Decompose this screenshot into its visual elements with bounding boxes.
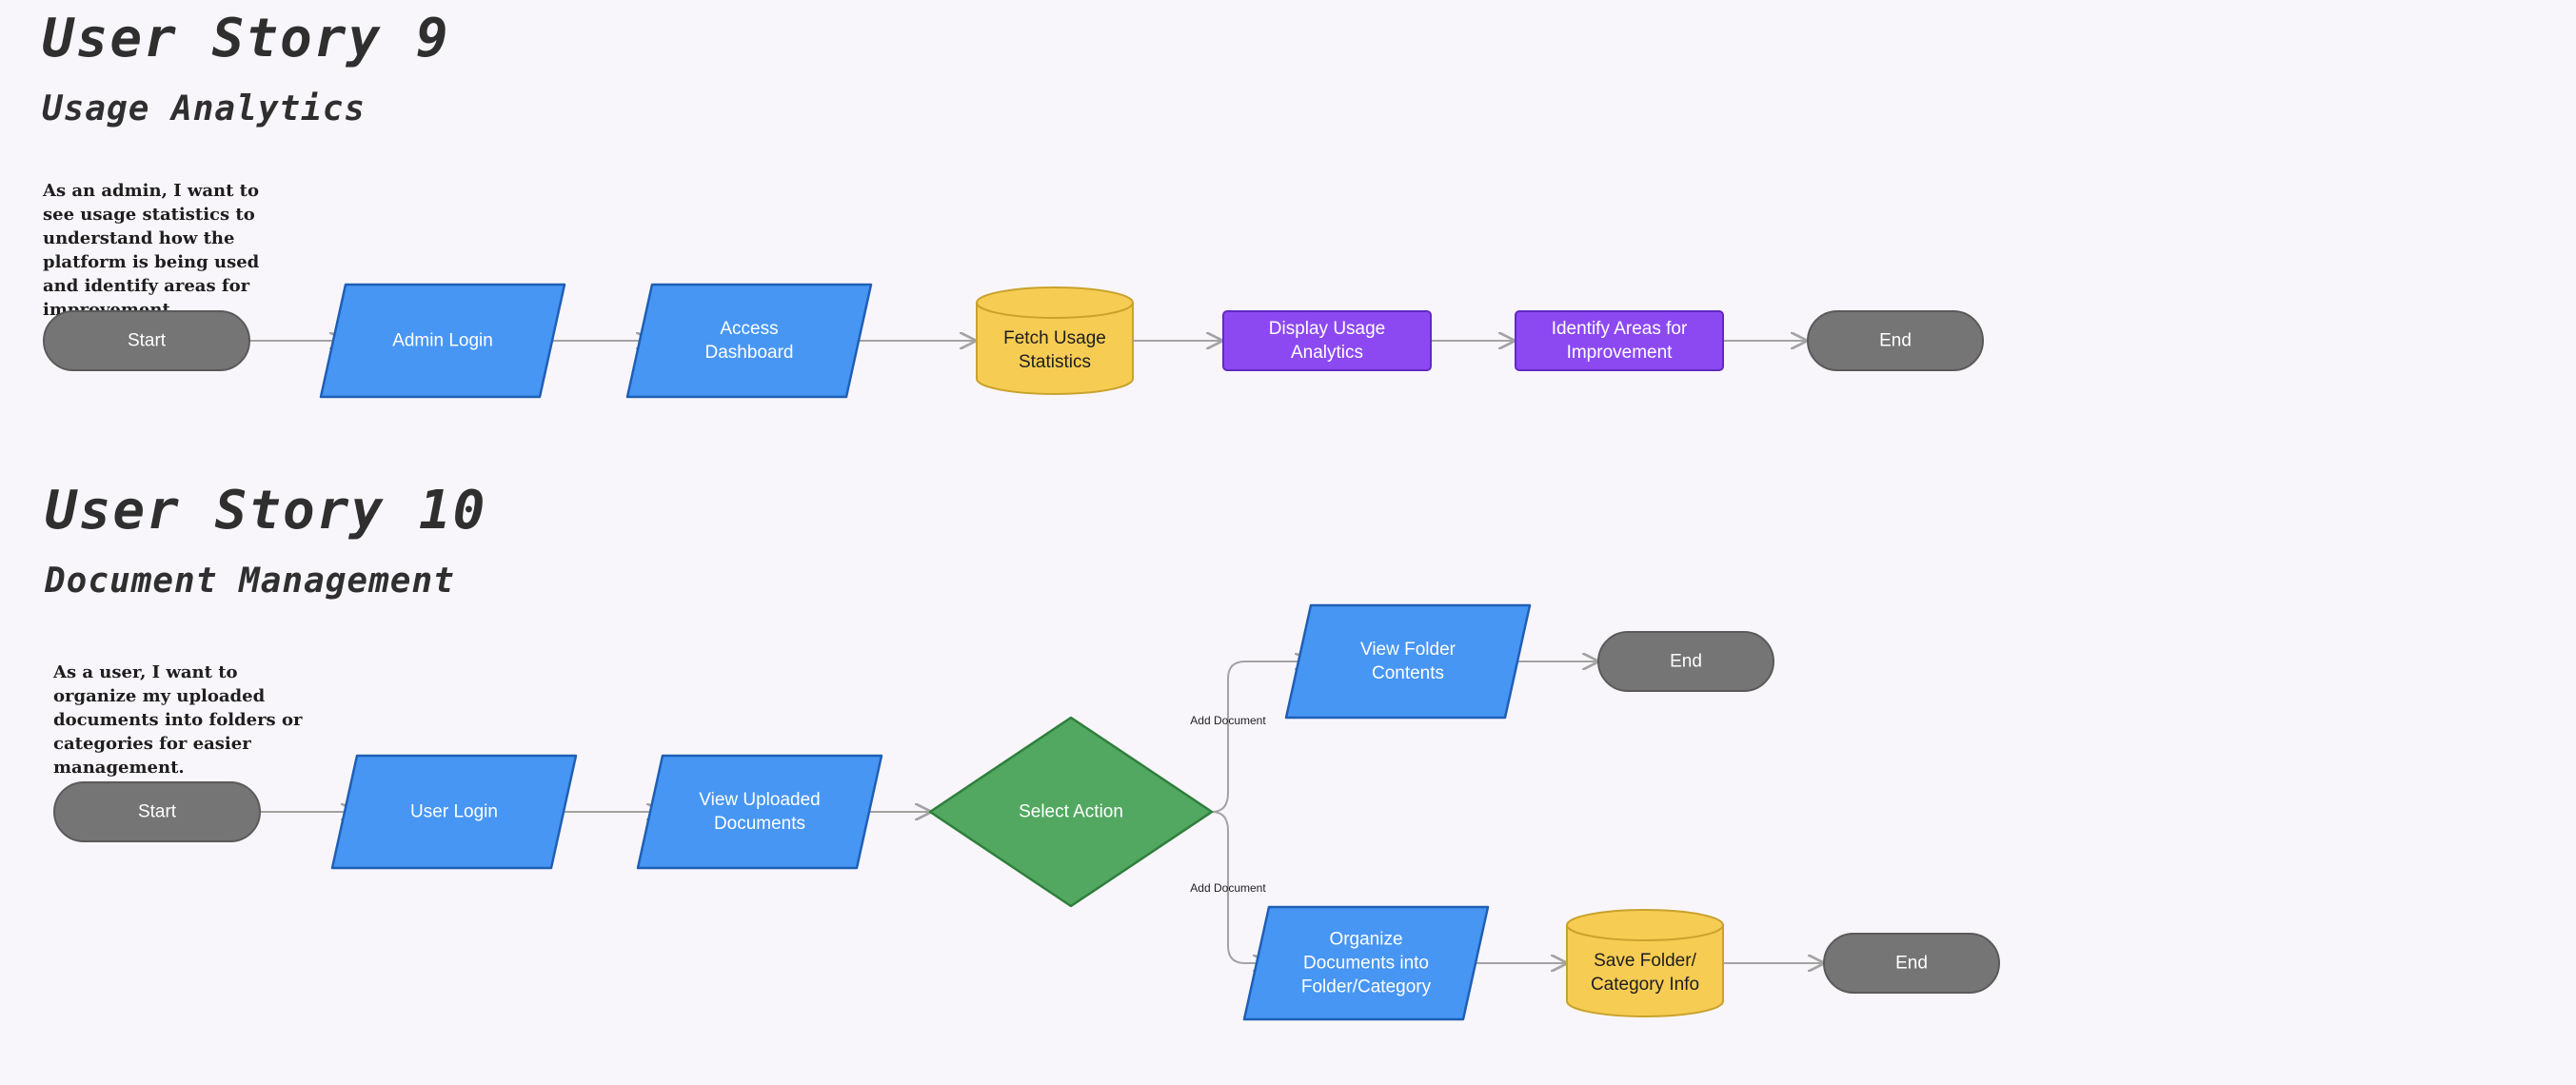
s10-select-action-node-shape: [928, 716, 1214, 908]
story10-title: User Story 10: [45, 480, 487, 542]
s9-fetch-usage-node-top: [976, 286, 1134, 319]
s10-view-folder-node-label-line-2: Contents: [1372, 663, 1444, 683]
s9-admin-login-node[interactable]: Admin Login: [319, 283, 566, 399]
s10-end-bottom-node[interactable]: End: [1823, 933, 2000, 994]
s9-start-node-shape: [43, 310, 250, 371]
s9-admin-login-node-shape: [319, 283, 566, 399]
s9-fetch-usage-node-body: [976, 302, 1134, 395]
s10-select-action-node[interactable]: Select Action: [928, 716, 1214, 908]
s10-end-bottom-node-label: End: [1895, 954, 1928, 974]
s10-start-node[interactable]: Start: [53, 781, 261, 842]
s10-edge-decision-to-view-folder: [1211, 661, 1310, 813]
s10-end-top-node-label: End: [1670, 652, 1702, 672]
s9-fetch-usage-node-label-line-1: Fetch Usage: [1003, 328, 1106, 348]
s10-save-folder-node[interactable]: Save Folder/Category Info: [1566, 909, 1724, 1017]
edge-label-upper-branch: Add Document: [1190, 714, 1266, 727]
s10-save-folder-node-label-line-2: Category Info: [1591, 975, 1699, 995]
s10-save-folder-node-label-line-1: Save Folder/: [1594, 951, 1696, 971]
s10-user-login-node-shape: [330, 754, 578, 870]
s10-save-folder-node-body: [1566, 924, 1724, 1017]
s9-admin-login-node-label: Admin Login: [392, 331, 493, 351]
s9-access-dashboard-node-label-line-1: Access: [720, 319, 778, 339]
story9-description: As an admin, I want to see usage statist…: [43, 181, 260, 320]
s10-start-node-shape: [53, 781, 261, 842]
s10-view-uploaded-node-label-line-2: Documents: [714, 814, 805, 834]
s9-access-dashboard-node-shape: [625, 283, 873, 399]
s9-fetch-usage-node-label-line-2: Statistics: [1019, 352, 1091, 372]
s9-identify-areas-node-label-line-1: Identify Areas for: [1552, 319, 1688, 339]
s9-display-usage-node-label-line-2: Analytics: [1291, 343, 1363, 363]
s10-user-login-node-label: User Login: [410, 802, 498, 822]
s9-display-usage-node-shape: [1222, 310, 1432, 371]
s10-organize-docs-node-shape: [1242, 905, 1490, 1021]
s10-user-login-node[interactable]: User Login: [330, 754, 578, 870]
s10-start-node-label: Start: [138, 802, 177, 822]
s10-view-folder-node-shape: [1284, 603, 1532, 720]
s9-identify-areas-node-label-line-2: Improvement: [1567, 343, 1674, 363]
s10-select-action-node-label: Select Action: [1019, 802, 1123, 822]
s9-display-usage-node-label-line-1: Display Usage: [1269, 319, 1386, 339]
s10-edge-decision-to-organize: [1211, 811, 1268, 963]
s10-end-top-node-shape: [1597, 631, 1774, 692]
s10-end-top-node[interactable]: End: [1597, 631, 1774, 692]
story9-subtitle: Usage Analytics: [42, 89, 367, 128]
s10-organize-docs-node-label-line-1: Organize: [1329, 930, 1402, 950]
edge-labels-layer: Add Document Add Document: [1190, 714, 1266, 895]
s10-organize-docs-node-label-line-2: Documents into: [1303, 954, 1429, 974]
s10-view-uploaded-node-shape: [636, 754, 883, 870]
s9-end-node[interactable]: End: [1807, 310, 1984, 371]
s10-save-folder-node-top: [1566, 909, 1724, 941]
s9-end-node-label: End: [1879, 331, 1912, 351]
story9-title: User Story 9: [42, 8, 450, 69]
s10-view-uploaded-node-label-line-1: View Uploaded: [699, 790, 820, 810]
story10-description: As a user, I want to organize my uploade…: [53, 662, 303, 778]
edges-layer: [249, 341, 1823, 963]
s9-start-node[interactable]: Start: [43, 310, 250, 371]
s9-end-node-shape: [1807, 310, 1984, 371]
s9-access-dashboard-node-label-line-2: Dashboard: [705, 343, 794, 363]
s10-view-folder-node-label-line-1: View Folder: [1360, 640, 1456, 660]
edge-label-lower-branch: Add Document: [1190, 881, 1266, 895]
story10-subtitle: Document Management: [45, 562, 455, 601]
s9-identify-areas-node-shape: [1515, 310, 1724, 371]
s10-organize-docs-node-label-line-3: Folder/Category: [1301, 977, 1432, 997]
s9-start-node-label: Start: [128, 331, 167, 351]
s10-end-bottom-node-shape: [1823, 933, 2000, 994]
